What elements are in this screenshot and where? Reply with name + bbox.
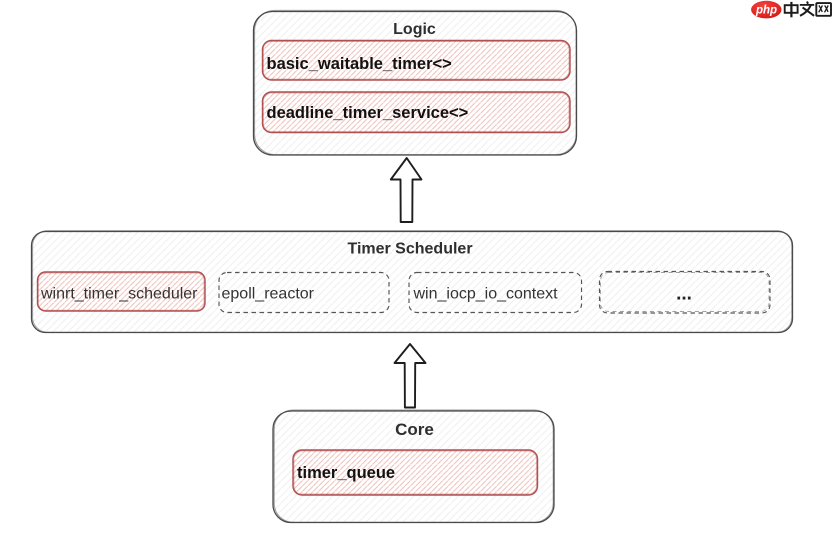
svg-text:basic_waitable_timer<>: basic_waitable_timer<> — [267, 55, 452, 73]
svg-text:Timer Scheduler: Timer Scheduler — [347, 241, 472, 258]
svg-text:deadline_timer_service<>: deadline_timer_service<> — [267, 104, 469, 122]
svg-text:win_iocp_io_context: win_iocp_io_context — [413, 286, 559, 303]
svg-text:winrt_timer_scheduler: winrt_timer_scheduler — [40, 286, 198, 303]
svg-text:timer_queue: timer_queue — [297, 464, 395, 482]
svg-text:Logic: Logic — [393, 21, 436, 38]
svg-text:epoll_reactor: epoll_reactor — [222, 286, 315, 303]
svg-text:php: php — [755, 5, 777, 17]
svg-text:...: ... — [676, 284, 692, 305]
svg-text:Core: Core — [395, 420, 434, 439]
